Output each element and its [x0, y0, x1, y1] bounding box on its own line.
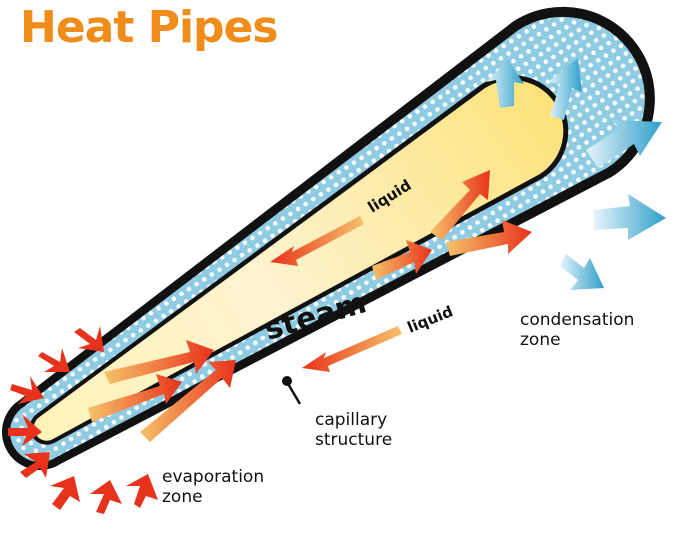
heat-arrow [126, 474, 158, 508]
steam-arrow [446, 220, 532, 256]
liquid-arrow [302, 326, 402, 372]
heat-arrow [20, 452, 50, 478]
evaporation-zone-label: evaporation zone [162, 467, 265, 508]
heat-arrow [8, 414, 42, 446]
steam-arrows [88, 170, 532, 442]
steam-arrow [372, 240, 432, 280]
cool-arrow [560, 254, 604, 290]
heat-output-arrows [486, 58, 666, 290]
vapor-core [33, 80, 564, 441]
heat-input-arrows [8, 326, 158, 514]
steam-arrow [88, 374, 182, 422]
steam-arrow [104, 340, 214, 384]
cool-arrow [594, 194, 666, 240]
liquid-label-bottom: liquid [405, 302, 456, 337]
cool-arrow [548, 58, 582, 120]
cool-arrow [486, 60, 524, 108]
heat-arrow [50, 476, 80, 510]
page-title: Heat Pipes [20, 2, 279, 53]
steam-arrow [430, 170, 490, 240]
steam-arrow [140, 360, 236, 442]
condensation-zone-label: condensation zone [520, 310, 635, 351]
heat-arrow [74, 326, 104, 352]
heat-arrow [90, 480, 122, 514]
cool-arrow [586, 120, 662, 168]
liquid-arrows [270, 216, 402, 372]
heat-arrow [38, 348, 70, 372]
heat-arrow [10, 376, 44, 404]
capillary-structure-label: capillary structure [315, 410, 393, 451]
liquid-arrow [270, 216, 364, 266]
capillary-pointer [282, 376, 302, 405]
